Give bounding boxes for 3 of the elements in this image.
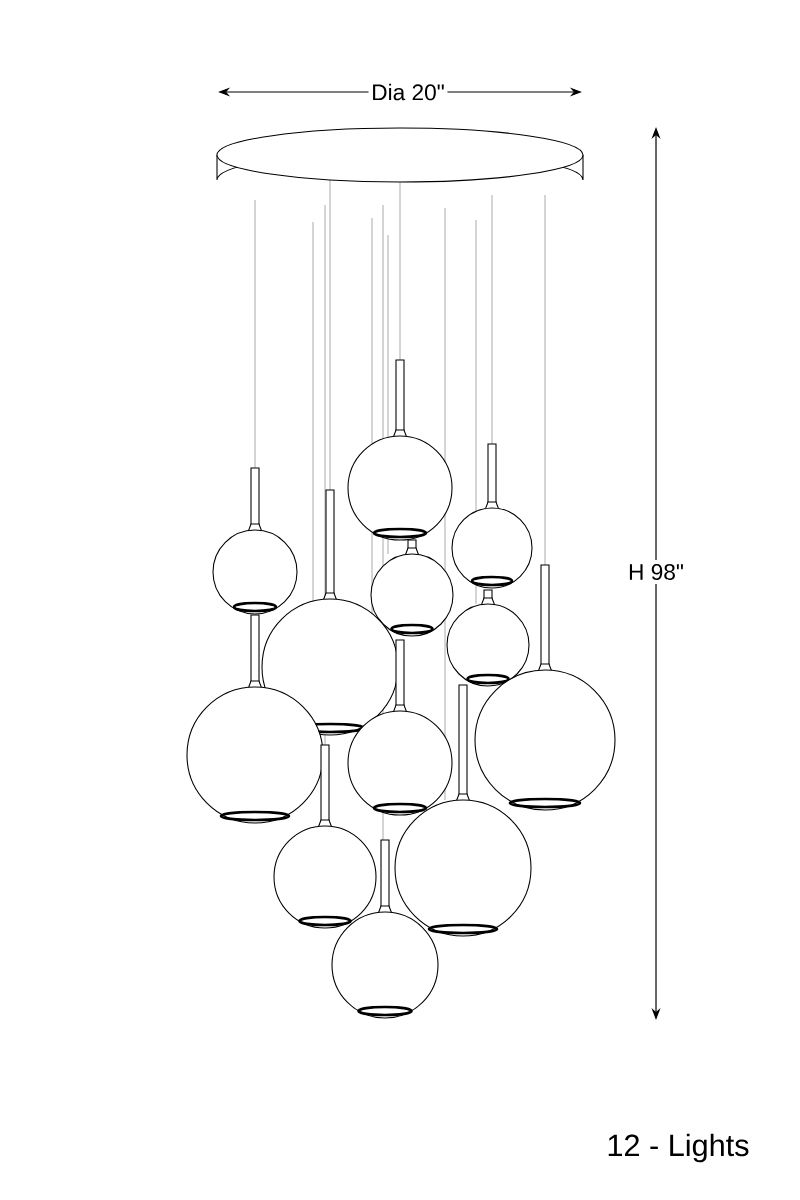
dimension-label: H 98" <box>624 560 688 585</box>
caption-text: 12 - Lights <box>608 1133 749 1163</box>
dimension-label: Dia 20" <box>368 81 448 103</box>
